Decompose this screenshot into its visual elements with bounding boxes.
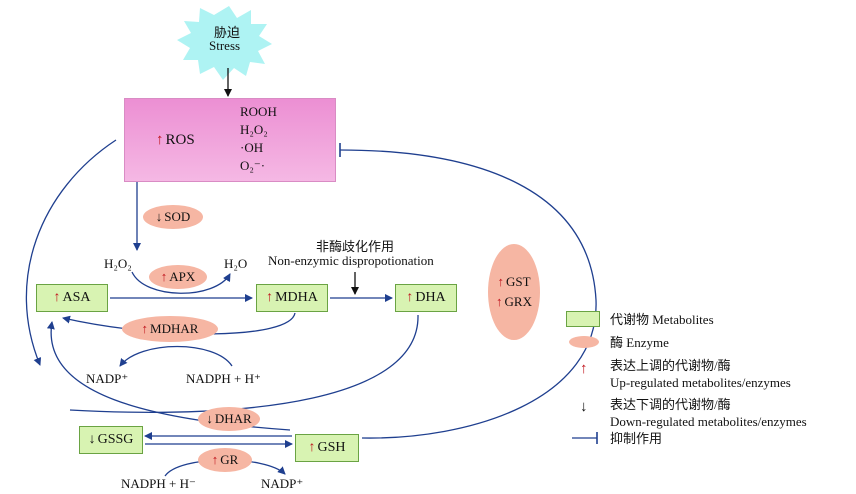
- up-arrow-icon: ↑: [496, 294, 503, 309]
- up-arrow-icon: ↑: [156, 132, 164, 148]
- ros-species-2: ·OH: [240, 140, 264, 155]
- down-arrow-icon: ↓: [88, 432, 96, 447]
- legend-up-arrow-icon: ↑: [580, 361, 588, 377]
- up-arrow-icon: ↑: [211, 452, 219, 467]
- gsh-inhibition-loop: [339, 149, 597, 439]
- stress-label-zh: 胁迫: [214, 25, 241, 40]
- dhar-label: DHAR: [214, 411, 252, 426]
- asa-label: ASA: [62, 290, 91, 305]
- legend-down-arrow-icon: ↓: [580, 399, 588, 415]
- nonenzymic-label-zh: 非酶歧化作用: [316, 239, 395, 254]
- dhar-enzyme: ↓DHAR: [198, 407, 260, 431]
- ros-species-0: ROOH: [240, 104, 277, 119]
- legend-down-zh: 表达下调的代谢物/酶: [610, 397, 731, 412]
- legend-up-en: Up-regulated metabolites/enzymes: [610, 375, 791, 390]
- gr-enzyme: ↑GR: [198, 448, 252, 472]
- sod-enzyme: ↓SOD: [143, 205, 203, 229]
- dha-to-gsh-curve: [69, 314, 419, 413]
- nonenzymic-label-en: Non-enzymic dispropotionation: [268, 253, 434, 268]
- legend-inhibit-text: 抑制作用: [610, 431, 663, 446]
- nadph-top-label: NADPH + H⁺: [186, 371, 261, 386]
- up-arrow-icon: ↑: [497, 274, 504, 289]
- nadp-bottom-label: NADP⁺: [261, 476, 304, 491]
- grx-row: ↑GRX: [496, 294, 532, 310]
- down-arrow-icon: ↓: [155, 209, 163, 224]
- legend-up-zh: 表达上调的代谢物/酶: [610, 358, 731, 373]
- nadph-top-arc: [119, 345, 233, 367]
- up-arrow-icon: ↑: [308, 440, 316, 455]
- up-arrow-icon: ↑: [53, 290, 61, 305]
- apx-arc: [131, 271, 231, 294]
- up-arrow-icon: ↑: [160, 269, 168, 284]
- dha-metabolite: ↑DHA: [395, 284, 457, 312]
- legend-down-en: Down-regulated metabolites/enzymes: [610, 414, 807, 429]
- apx-enzyme: ↑APX: [149, 265, 207, 289]
- grx-label: GRX: [504, 294, 532, 309]
- gssg-metabolite: ↓GSSG: [79, 426, 143, 454]
- ros-species-1: H₂O₂: [240, 122, 268, 137]
- ros-species-3: O₂⁻·: [240, 158, 266, 173]
- stress-burst-shape: [177, 6, 272, 80]
- mdhar-enzyme: ↑MDHAR: [122, 316, 218, 342]
- up-arrow-icon: ↑: [406, 290, 414, 305]
- h2o2-label: H₂O₂: [104, 256, 132, 271]
- asa-metabolite: ↑ASA: [36, 284, 108, 312]
- h2o-label: H₂O: [224, 256, 248, 271]
- mdha-metabolite: ↑MDHA: [256, 284, 328, 312]
- legend-enzyme-text: 酶 Enzyme: [610, 335, 669, 350]
- nadph-bottom-label: NADPH + H⁻: [121, 476, 196, 491]
- ros-label: ↑ROS: [156, 132, 195, 149]
- ros-left-curve: [25, 139, 117, 366]
- legend-metabolite-swatch: [566, 311, 600, 327]
- gssg-label: GSSG: [97, 432, 134, 447]
- sod-label: SOD: [164, 209, 191, 224]
- gsh-label: GSH: [317, 440, 346, 455]
- legend-metabolites-text: 代谢物 Metabolites: [610, 312, 714, 327]
- gr-label: GR: [220, 452, 239, 467]
- gst-grx-enzyme: ↑GST ↑GRX: [488, 244, 540, 340]
- legend-enzyme-swatch: [569, 336, 599, 348]
- mdhar-label: MDHAR: [150, 321, 199, 336]
- dha-label: DHA: [415, 290, 446, 305]
- up-arrow-icon: ↑: [141, 321, 149, 336]
- gst-label: GST: [505, 274, 531, 289]
- mdha-label: MDHA: [275, 290, 318, 305]
- gst-row: ↑GST: [497, 274, 530, 290]
- nadp-top-label: NADP⁺: [86, 371, 129, 386]
- ros-box: [124, 98, 336, 182]
- ros-text: ROS: [165, 132, 195, 148]
- down-arrow-icon: ↓: [206, 411, 213, 426]
- stress-label-en: Stress: [209, 38, 241, 53]
- gsh-metabolite: ↑GSH: [295, 434, 359, 462]
- up-arrow-icon: ↑: [266, 290, 274, 305]
- apx-label: APX: [169, 269, 196, 284]
